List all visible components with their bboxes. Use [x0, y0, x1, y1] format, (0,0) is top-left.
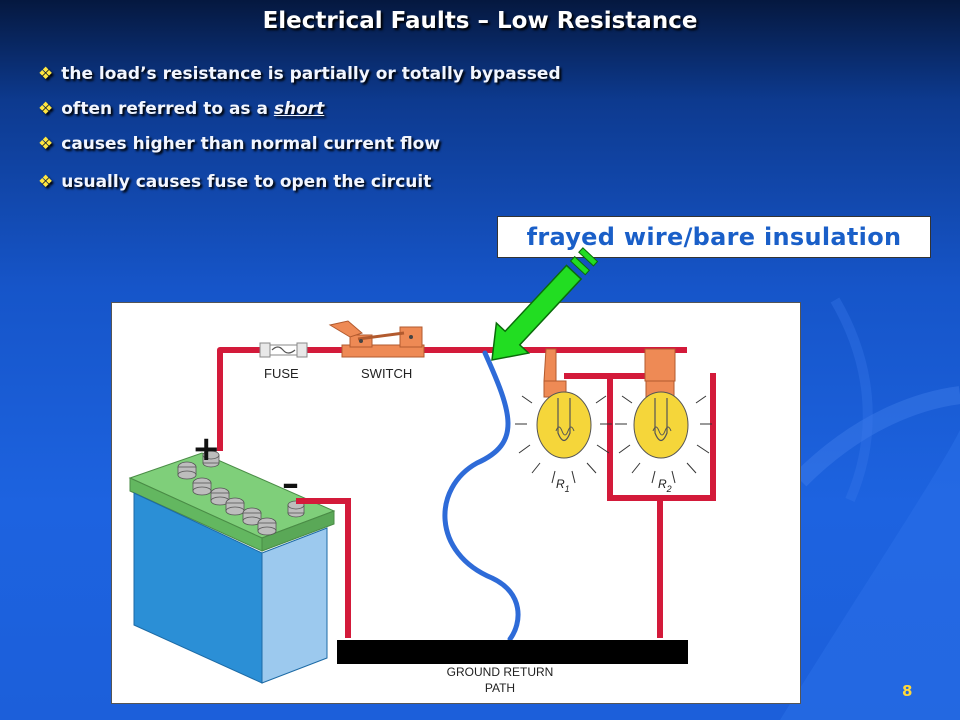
- bullet-item: ❖causes higher than normal current flow: [38, 134, 441, 154]
- ground-return-label: GROUND RETURN PATH: [446, 665, 554, 695]
- fuse-label: FUSE: [264, 366, 299, 381]
- bulb-r1-icon: [515, 391, 612, 484]
- battery-icon: [128, 450, 336, 684]
- diamond-bullet-icon: ❖: [38, 134, 54, 154]
- r2-label: R2: [658, 477, 672, 494]
- switch-icon: [328, 320, 425, 358]
- frayed-short-wire: [442, 350, 521, 642]
- bullet-item: ❖often referred to as a short: [38, 99, 325, 119]
- switch-label: SWITCH: [361, 366, 412, 381]
- slide-title: Electrical Faults – Low Resistance: [262, 8, 698, 34]
- ground-bar: [337, 640, 688, 664]
- r1-label: R1: [556, 477, 570, 494]
- diamond-bullet-icon: ❖: [38, 99, 54, 119]
- callout-label: frayed wire/bare insulation: [497, 216, 931, 258]
- circuit-diagram: FUSE SWITCH: [111, 302, 801, 704]
- bulb-r2-icon: [615, 391, 712, 484]
- emphasized-term: short: [273, 99, 325, 119]
- negative-terminal-sign: –: [282, 464, 299, 504]
- fuse-icon: [259, 342, 308, 358]
- positive-terminal-sign: +: [192, 429, 221, 469]
- bullet-item: ❖the load’s resistance is partially or t…: [38, 64, 561, 84]
- diamond-bullet-icon: ❖: [38, 172, 54, 192]
- page-number: 8: [902, 682, 913, 700]
- diamond-bullet-icon: ❖: [38, 64, 54, 84]
- battery-negative-wire: [296, 498, 351, 638]
- bullet-item: ❖usually causes fuse to open the circuit: [38, 172, 432, 192]
